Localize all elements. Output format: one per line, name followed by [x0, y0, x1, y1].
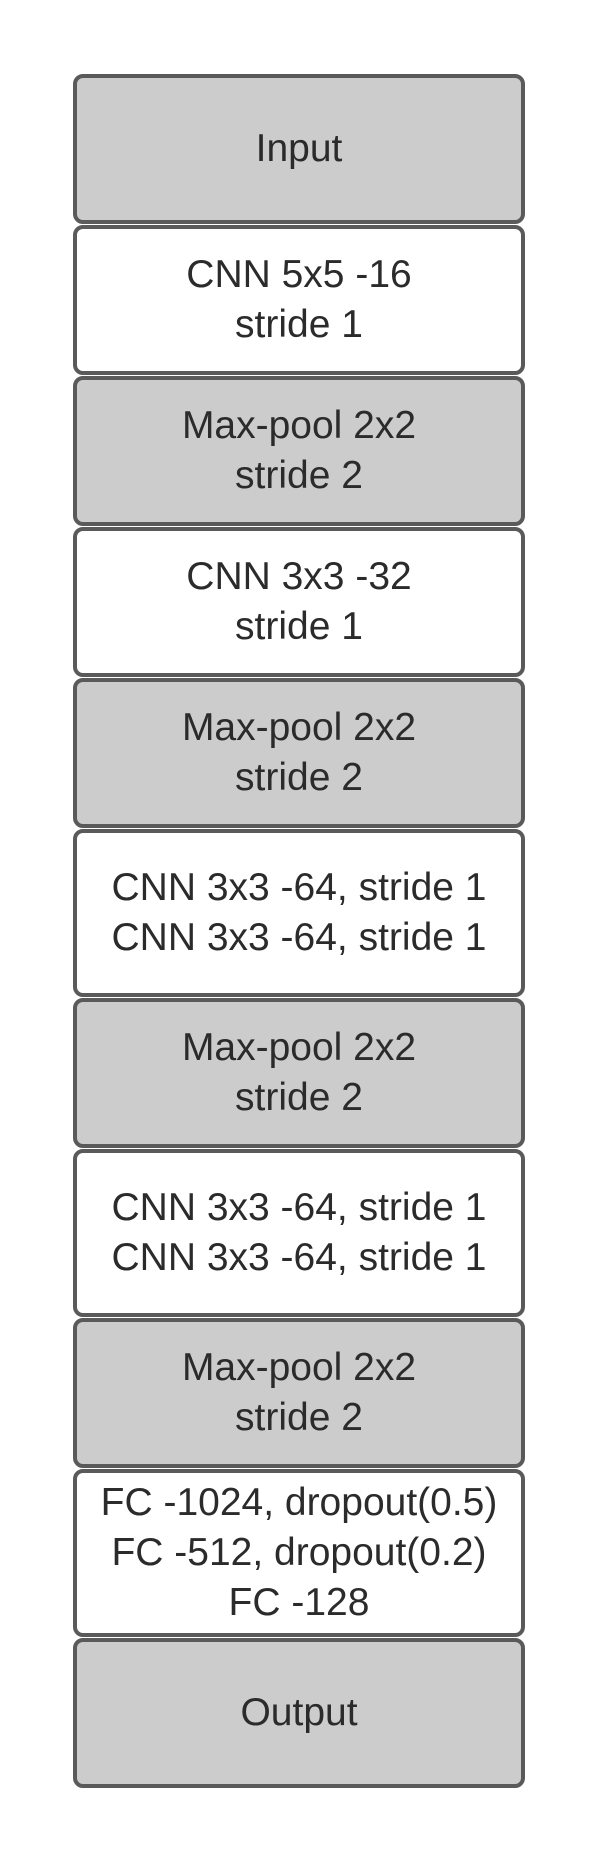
block-label: Max-pool 2x2 [181, 1026, 417, 1069]
input-block: Input [73, 74, 525, 224]
maxpool-block-3: Max-pool 2x2 stride 2 [73, 998, 525, 1148]
block-label: FC -128 [228, 1581, 370, 1624]
block-label: Input [255, 127, 343, 170]
block-label: CNN 3x3 -32 [186, 555, 412, 598]
block-label: CNN 5x5 -16 [186, 253, 412, 296]
block-label: Max-pool 2x2 [181, 706, 417, 749]
block-label: Max-pool 2x2 [181, 1346, 417, 1389]
conv-block-4: CNN 3x3 -64, stride 1 CNN 3x3 -64, strid… [73, 1149, 525, 1317]
conv-block-2: CNN 3x3 -32 stride 1 [73, 527, 525, 677]
conv-block-1: CNN 5x5 -16 stride 1 [73, 225, 525, 375]
block-label: CNN 3x3 -64, stride 1 [111, 866, 487, 909]
block-label: stride 1 [235, 605, 363, 648]
block-label: FC -1024, dropout(0.5) [100, 1481, 498, 1524]
block-label: stride 2 [235, 1076, 363, 1119]
block-label: Output [240, 1691, 358, 1734]
network-architecture-stack: Input CNN 5x5 -16 stride 1 Max-pool 2x2 … [73, 74, 525, 1788]
maxpool-block-4: Max-pool 2x2 stride 2 [73, 1318, 525, 1468]
fully-connected-block: FC -1024, dropout(0.5) FC -512, dropout(… [73, 1469, 525, 1637]
maxpool-block-2: Max-pool 2x2 stride 2 [73, 678, 525, 828]
block-label: FC -512, dropout(0.2) [111, 1531, 487, 1574]
block-label: CNN 3x3 -64, stride 1 [111, 1236, 487, 1279]
block-label: stride 2 [235, 1396, 363, 1439]
block-label: Max-pool 2x2 [181, 404, 417, 447]
conv-block-3: CNN 3x3 -64, stride 1 CNN 3x3 -64, strid… [73, 829, 525, 997]
maxpool-block-1: Max-pool 2x2 stride 2 [73, 376, 525, 526]
output-block: Output [73, 1638, 525, 1788]
block-label: CNN 3x3 -64, stride 1 [111, 916, 487, 959]
block-label: stride 1 [235, 303, 363, 346]
block-label: stride 2 [235, 454, 363, 497]
block-label: stride 2 [235, 756, 363, 799]
block-label: CNN 3x3 -64, stride 1 [111, 1186, 487, 1229]
